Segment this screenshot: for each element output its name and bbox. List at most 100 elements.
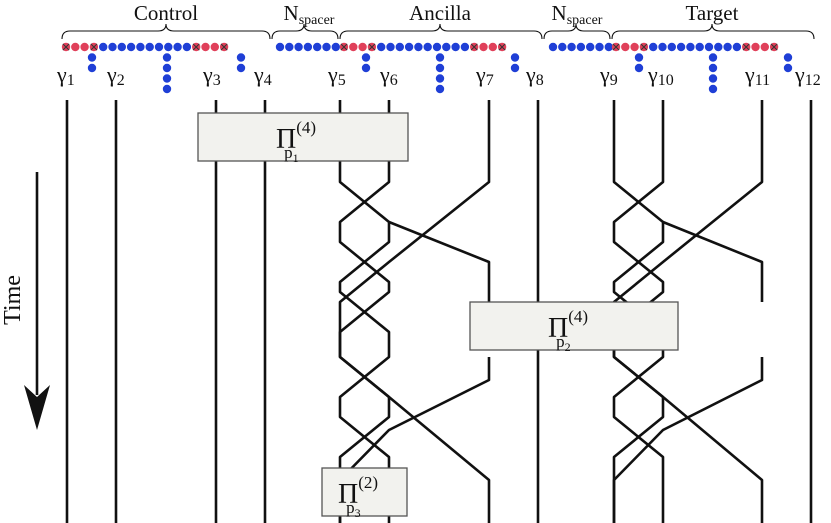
lattice-site bbox=[708, 63, 718, 73]
projector-box-p3: Π(2)p3 bbox=[321, 467, 408, 520]
lattice-site bbox=[751, 42, 760, 52]
lattice-site bbox=[604, 42, 613, 52]
lattice-sites bbox=[61, 42, 793, 94]
lattice-site bbox=[686, 42, 695, 52]
lattice-site bbox=[108, 42, 117, 52]
lattice-site bbox=[87, 53, 97, 62]
majorana-mark bbox=[470, 43, 478, 51]
gamma-labels: γ1 γ2 γ3 γ4 γ5 γ6 γ7 γ8 γ9 γ10 γ11 γ12 bbox=[56, 62, 821, 89]
lattice-site bbox=[708, 53, 718, 62]
lattice-site bbox=[349, 42, 358, 52]
projector-box-p2-label: Π(4)p2 bbox=[548, 307, 588, 354]
lattice-site bbox=[548, 42, 558, 52]
majorana-mark bbox=[90, 43, 98, 51]
gamma-label-10: γ10 bbox=[647, 62, 674, 89]
gamma-label-4: γ4 bbox=[253, 62, 272, 89]
lattice-site bbox=[236, 63, 246, 73]
worldline-gamma-11c bbox=[612, 357, 764, 523]
gamma-label-11: γ11 bbox=[744, 62, 770, 89]
lattice-site bbox=[236, 53, 246, 62]
majorana-mark bbox=[340, 43, 348, 51]
worldline-gamma-7b bbox=[388, 220, 491, 302]
gamma-label-7: γ7 bbox=[475, 62, 494, 89]
target-brace bbox=[611, 23, 815, 40]
majorana-mark bbox=[368, 43, 376, 51]
majorana-mark bbox=[770, 43, 778, 51]
lattice-site bbox=[621, 42, 630, 52]
group-braces bbox=[61, 23, 815, 40]
lattice-site bbox=[322, 42, 331, 52]
lattice-site bbox=[361, 53, 371, 62]
lattice-site bbox=[460, 42, 470, 52]
group-label-ancilla: Ancilla bbox=[409, 1, 471, 25]
projector-box-p2-frame bbox=[469, 301, 679, 351]
lattice-site bbox=[201, 42, 210, 52]
gamma-label-12: γ12 bbox=[794, 62, 821, 89]
gamma-label-8: γ8 bbox=[525, 62, 544, 89]
lattice-site bbox=[313, 42, 322, 52]
lattice-site bbox=[423, 42, 432, 52]
lattice-site bbox=[634, 63, 644, 73]
lattice-site bbox=[275, 42, 285, 52]
lattice-site bbox=[783, 53, 793, 62]
lattice-site bbox=[695, 42, 704, 52]
lattice-site bbox=[331, 42, 340, 52]
lattice-site bbox=[377, 42, 386, 52]
projector-box-p1-label: Π(4)p1 bbox=[276, 118, 316, 165]
lattice-site bbox=[162, 63, 172, 73]
group-label-target: Target bbox=[686, 1, 739, 25]
time-arrow-head bbox=[24, 385, 50, 430]
worldline-gamma-11b bbox=[662, 220, 764, 302]
lattice-site bbox=[435, 84, 445, 94]
lattice-site bbox=[442, 42, 451, 52]
group-label-spacer-right: Nspacer bbox=[552, 1, 603, 28]
lattice-site bbox=[294, 42, 303, 52]
lattice-site bbox=[154, 42, 164, 52]
lattice-site bbox=[567, 42, 576, 52]
projector-box-p3-label: Π(2)p3 bbox=[338, 473, 378, 520]
lattice-site bbox=[99, 42, 108, 52]
spacer-brace-right bbox=[543, 23, 611, 40]
projector-box-p1-frame bbox=[197, 112, 409, 162]
lattice-site bbox=[117, 42, 127, 52]
time-axis-label: Time bbox=[0, 275, 26, 325]
majorana-mark bbox=[640, 43, 648, 51]
lattice-site bbox=[451, 42, 460, 52]
lattice-site bbox=[714, 42, 723, 52]
gamma-label-5: γ5 bbox=[327, 62, 346, 89]
lattice-site bbox=[479, 42, 488, 52]
lattice-site bbox=[634, 53, 644, 62]
lattice-site bbox=[649, 42, 658, 52]
lattice-site bbox=[558, 42, 567, 52]
lattice-site bbox=[676, 42, 686, 52]
lattice-site bbox=[71, 42, 80, 52]
time-arrow: Time bbox=[0, 172, 50, 430]
lattice-site bbox=[210, 42, 219, 52]
ancilla-brace bbox=[339, 23, 543, 40]
lattice-site bbox=[164, 42, 173, 52]
gamma-label-9: γ9 bbox=[599, 62, 618, 89]
lattice-site bbox=[488, 42, 497, 52]
lattice-site bbox=[576, 42, 586, 52]
majorana-mark bbox=[742, 43, 750, 51]
lattice-site bbox=[303, 42, 313, 52]
lattice-site bbox=[414, 42, 423, 52]
lattice-site bbox=[760, 42, 769, 52]
lattice-site bbox=[285, 42, 294, 52]
gamma-label-6: γ6 bbox=[379, 62, 398, 89]
lattice-site bbox=[630, 42, 639, 52]
lattice-site bbox=[432, 42, 442, 52]
group-label-spacer-left: Nspacer bbox=[284, 1, 335, 28]
lattice-site bbox=[586, 42, 595, 52]
lattice-site bbox=[783, 63, 793, 73]
lattice-site bbox=[80, 42, 89, 52]
lattice-site bbox=[395, 42, 404, 52]
lattice-site bbox=[136, 42, 145, 52]
lattice-site bbox=[708, 84, 718, 94]
lattice-site bbox=[435, 53, 445, 62]
lattice-site bbox=[595, 42, 604, 52]
majorana-mark bbox=[62, 43, 70, 51]
lattice-site bbox=[126, 42, 136, 52]
majorana-mark bbox=[498, 43, 506, 51]
